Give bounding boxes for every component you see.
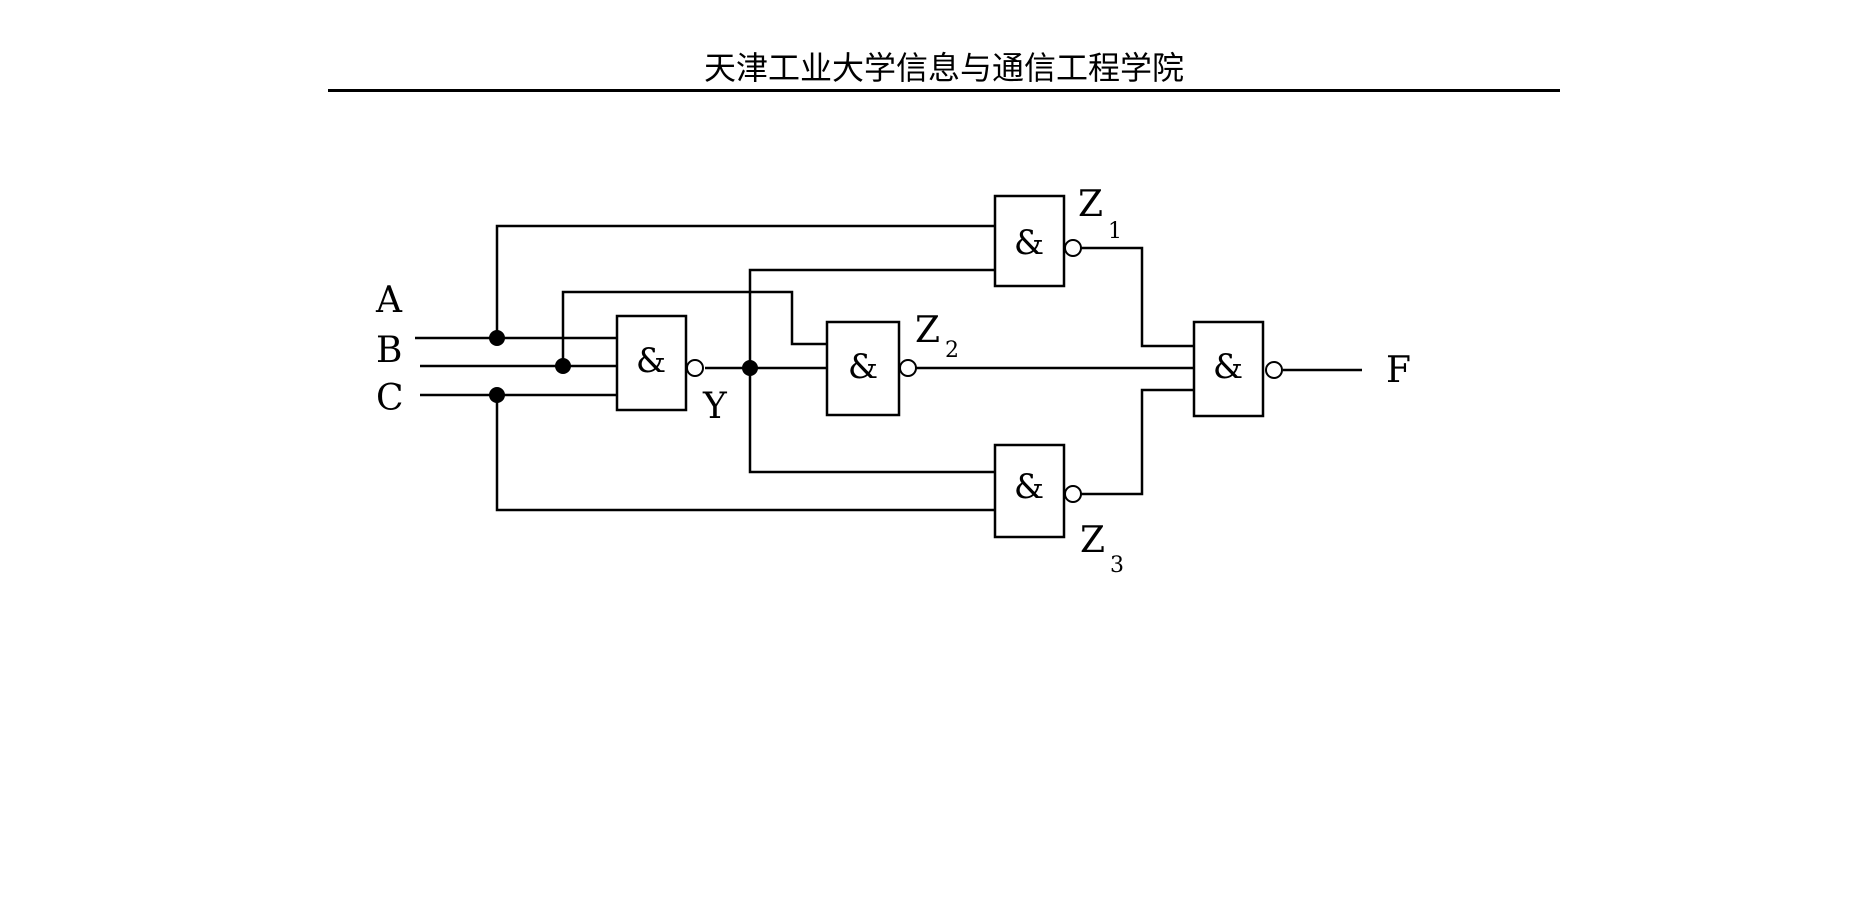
wire-y-to-z3 bbox=[748, 368, 995, 474]
signal-label-y: Y bbox=[702, 386, 728, 427]
signal-label-z2-sub: 2 bbox=[945, 338, 959, 363]
wire-c-to-z3 bbox=[495, 395, 995, 512]
junction-dot-y bbox=[742, 360, 758, 376]
gate-z3-bubble bbox=[1064, 485, 1082, 503]
nand-gate-y: & bbox=[615, 314, 704, 412]
gate-z2-bubble bbox=[899, 359, 917, 377]
signal-label-z1-sub: 1 bbox=[1108, 219, 1122, 244]
nand-gate-z2: & bbox=[825, 320, 917, 417]
nand-gate-f: & bbox=[1192, 320, 1283, 418]
gate-z1-bubble bbox=[1064, 239, 1082, 257]
nand-gate-z1: & bbox=[993, 194, 1082, 288]
input-label-b: B bbox=[376, 330, 402, 371]
gate-y-symbol: & bbox=[636, 341, 666, 381]
signal-label-z1: Z bbox=[1078, 184, 1103, 225]
gate-z3-symbol: & bbox=[1014, 467, 1044, 507]
junction-dot-a bbox=[489, 330, 505, 346]
signal-label-z2: Z bbox=[915, 310, 940, 351]
signal-label-z3: Z bbox=[1080, 520, 1105, 561]
header-rule bbox=[328, 89, 1560, 92]
gate-z1-symbol: & bbox=[1014, 223, 1044, 263]
input-label-a: A bbox=[375, 280, 403, 321]
wire-z1-out bbox=[1081, 246, 1194, 348]
wire-z3-out bbox=[1081, 388, 1194, 496]
gate-y-bubble bbox=[686, 359, 704, 377]
junction-dot-b bbox=[555, 358, 571, 374]
junction-dot-c bbox=[489, 387, 505, 403]
gate-f-symbol: & bbox=[1213, 347, 1243, 387]
output-label-f: F bbox=[1386, 350, 1411, 391]
wire-a-to-z1 bbox=[495, 224, 995, 338]
wire-b-to-z2 bbox=[561, 290, 827, 366]
page-title: 天津工业大学信息与通信工程学院 bbox=[703, 49, 1184, 87]
nand-gate-z3: & bbox=[993, 443, 1082, 539]
gate-z2-symbol: & bbox=[848, 347, 878, 387]
signal-label-z3-sub: 3 bbox=[1110, 553, 1124, 578]
gate-f-bubble bbox=[1265, 361, 1283, 379]
wire-y-to-z1 bbox=[748, 268, 995, 368]
input-label-c: C bbox=[376, 378, 404, 419]
